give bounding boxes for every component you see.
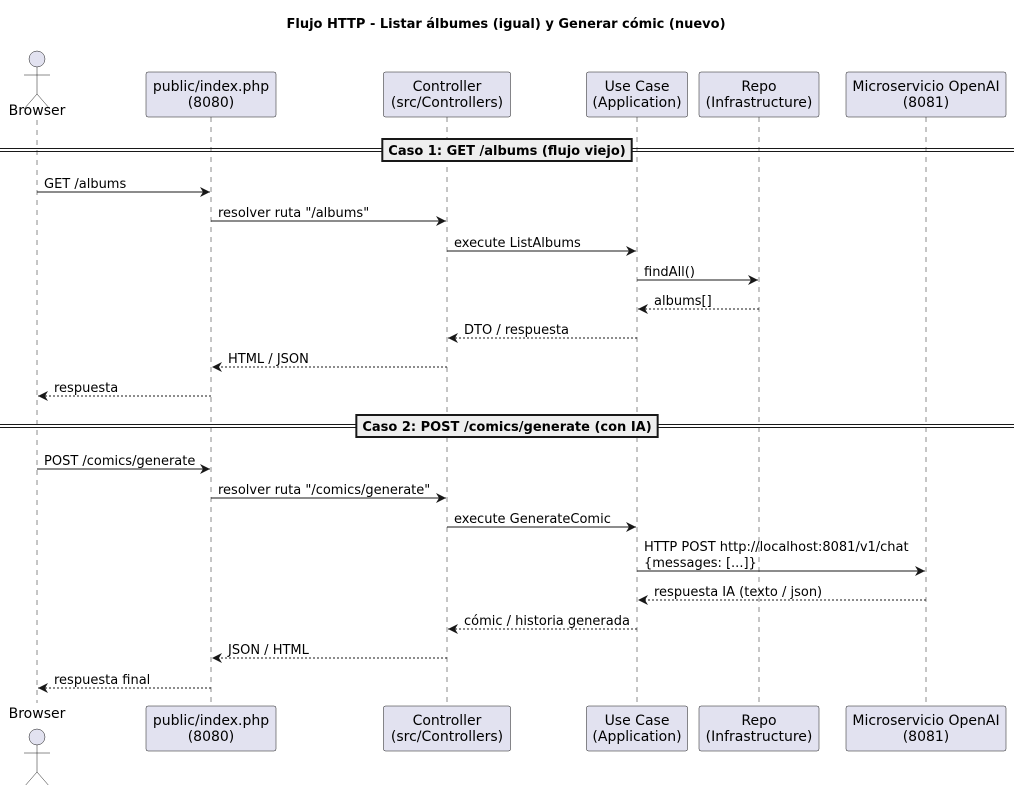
section-divider-label: Caso 1: GET /albums (flujo viejo) <box>388 144 625 159</box>
participant-box <box>383 705 511 752</box>
message-label: respuesta <box>54 381 118 396</box>
actor-figure-icon <box>24 728 50 785</box>
message-controller-to-usecase: execute ListAlbums <box>447 236 636 256</box>
message-label: HTTP POST http://localhost:8081/v1/chat <box>644 540 909 555</box>
participant-label: (src/Controllers) <box>391 729 503 745</box>
participant-controller-top: Controller(src/Controllers) <box>383 71 511 118</box>
participant-label: (8081) <box>903 729 950 745</box>
participant-repo-top: Repo(Infrastructure) <box>698 71 820 118</box>
lifelines <box>36 117 927 706</box>
participant-label: public/index.php <box>153 79 269 95</box>
participant-box <box>698 71 820 118</box>
actor-label: Browser <box>9 706 66 722</box>
message-label: resolver ruta "/comics/generate" <box>218 483 430 498</box>
participant-index-top: public/index.php(8080) <box>145 71 277 118</box>
participant-box <box>586 705 688 752</box>
participant-label: Controller <box>413 713 482 729</box>
message-label: resolver ruta "/albums" <box>218 206 369 221</box>
message-label: execute GenerateComic <box>454 512 611 527</box>
participant-openai-top: Microservicio OpenAI(8081) <box>845 71 1007 118</box>
participant-label: (Infrastructure) <box>706 729 813 745</box>
message-openai-to-usecase: respuesta IA (texto / json) <box>638 585 926 605</box>
actor-browser-bottom: Browser <box>9 706 66 785</box>
participant-label: (8081) <box>903 95 950 111</box>
message-browser-to-index: GET /albums <box>37 177 210 197</box>
participant-label: (8080) <box>188 95 235 111</box>
message-label: respuesta IA (texto / json) <box>654 585 822 600</box>
participant-label: Controller <box>413 79 482 95</box>
participant-repo-bottom: Repo(Infrastructure) <box>698 705 820 752</box>
message-repo-to-usecase: albums[] <box>638 294 759 314</box>
message-label: POST /comics/generate <box>44 454 195 469</box>
message-label: HTML / JSON <box>228 352 309 367</box>
participant-label: public/index.php <box>153 713 269 729</box>
participant-label: Microservicio OpenAI <box>852 79 999 95</box>
participant-label: Repo <box>741 713 776 729</box>
message-controller-to-index: HTML / JSON <box>212 352 447 372</box>
message-label: findAll() <box>644 265 695 280</box>
participant-openai-bottom: Microservicio OpenAI(8081) <box>845 705 1007 752</box>
message-usecase-to-openai: HTTP POST http://localhost:8081/v1/chat{… <box>637 540 925 576</box>
participant-box <box>145 705 277 752</box>
diagram-title: Flujo HTTP - Listar álbumes (igual) y Ge… <box>286 17 725 32</box>
participant-usecase-top: Use Case(Application) <box>586 71 688 118</box>
participant-label: Repo <box>741 79 776 95</box>
participant-label: (Infrastructure) <box>706 95 813 111</box>
section-divider-label: Caso 2: POST /comics/generate (con IA) <box>362 420 651 435</box>
events: Caso 1: GET /albums (flujo viejo) GET /al… <box>0 138 1014 693</box>
participant-box <box>586 71 688 118</box>
message-label: respuesta final <box>54 673 150 688</box>
participant-label: Microservicio OpenAI <box>852 713 999 729</box>
actor-browser-top: Browser <box>9 50 66 119</box>
participant-label: Use Case <box>605 713 670 729</box>
message-label: GET /albums <box>44 177 126 192</box>
message-index-to-controller: resolver ruta "/albums" <box>211 206 446 226</box>
actor-label: Browser <box>9 103 66 119</box>
participant-controller-bottom: Controller(src/Controllers) <box>383 705 511 752</box>
participant-box <box>698 705 820 752</box>
message-controller-to-usecase: execute GenerateComic <box>447 512 636 532</box>
message-index-to-browser: respuesta <box>38 381 211 401</box>
message-label: DTO / respuesta <box>464 323 569 338</box>
message-label: albums[] <box>654 294 712 309</box>
message-usecase-to-controller: DTO / respuesta <box>448 323 637 343</box>
message-label: {messages: [...]} <box>644 556 757 571</box>
section-divider-box <box>355 414 659 438</box>
participant-label: (Application) <box>592 729 681 745</box>
participant-label: (8080) <box>188 729 235 745</box>
message-index-to-browser: respuesta final <box>38 673 211 693</box>
participants: BrowserBrowserpublic/index.php(8080)publ… <box>9 50 1007 785</box>
message-usecase-to-controller: cómic / historia generada <box>448 614 637 634</box>
participant-index-bottom: public/index.php(8080) <box>145 705 277 752</box>
participant-usecase-bottom: Use Case(Application) <box>586 705 688 752</box>
participant-box <box>383 71 511 118</box>
participant-label: (src/Controllers) <box>391 95 503 111</box>
participant-label: Use Case <box>605 79 670 95</box>
participant-box <box>845 71 1007 118</box>
actor-figure-icon <box>23 50 51 110</box>
section-divider: Caso 2: POST /comics/generate (con IA) <box>0 414 1014 438</box>
section-divider: Caso 1: GET /albums (flujo viejo) <box>0 138 1014 162</box>
participant-box <box>845 705 1007 752</box>
participant-label: (Application) <box>592 95 681 111</box>
message-label: JSON / HTML <box>227 643 310 658</box>
message-browser-to-index: POST /comics/generate <box>37 454 210 474</box>
participant-box <box>145 71 277 118</box>
section-divider-box <box>381 138 633 162</box>
message-label: execute ListAlbums <box>454 236 581 251</box>
message-label: cómic / historia generada <box>464 614 630 629</box>
message-controller-to-index: JSON / HTML <box>212 643 447 663</box>
message-usecase-to-repo: findAll() <box>637 265 758 285</box>
message-index-to-controller: resolver ruta "/comics/generate" <box>211 483 446 503</box>
